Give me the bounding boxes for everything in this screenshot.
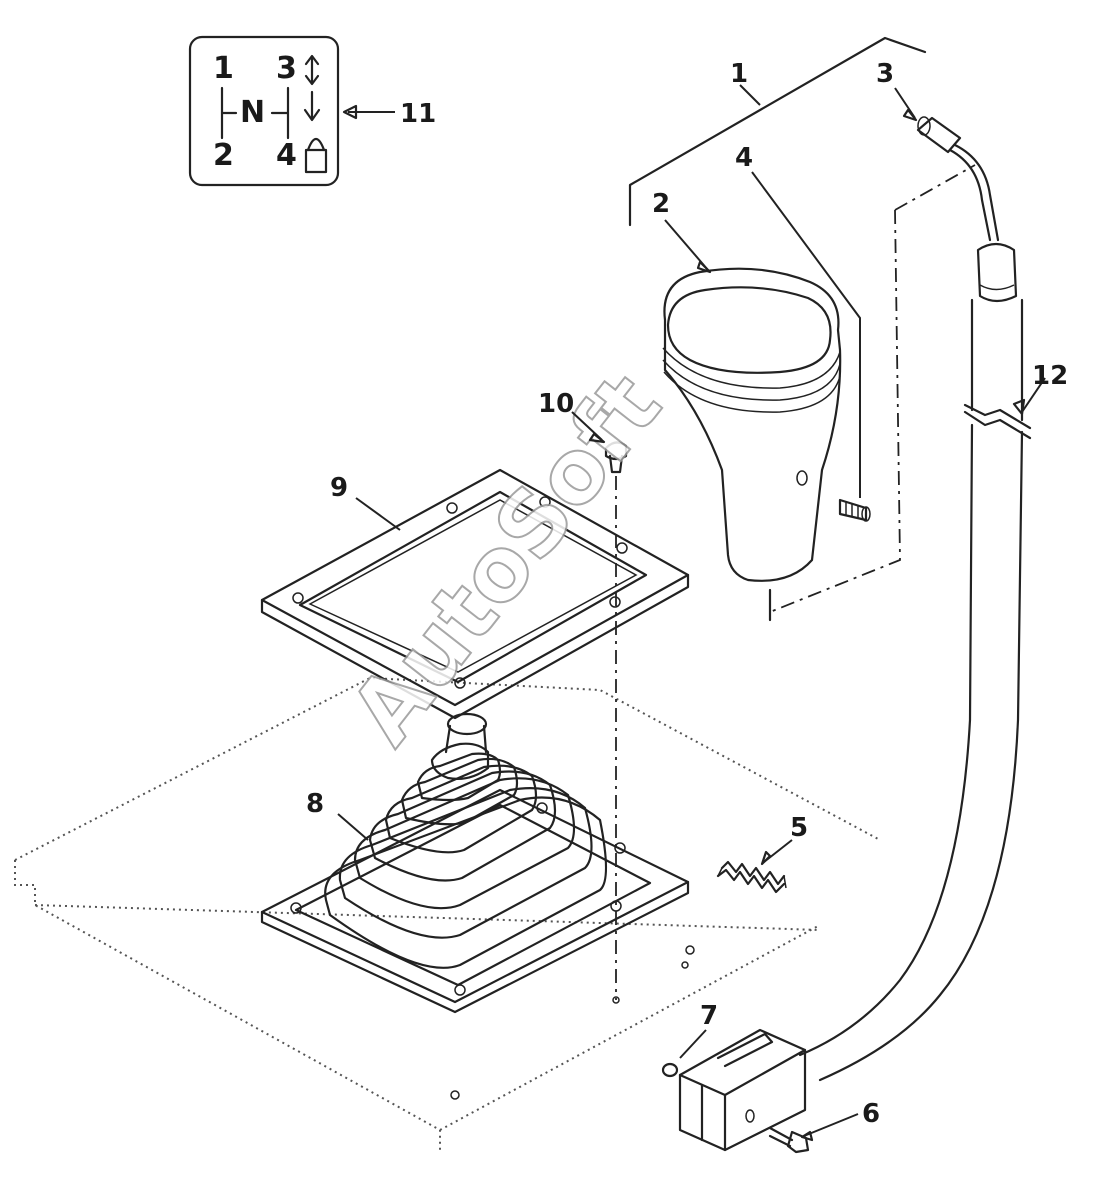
range-arrow-icon	[303, 54, 321, 122]
plate-gear-4: 4	[276, 138, 297, 173]
callout-7: 7	[700, 1001, 718, 1031]
retainer-screw	[604, 441, 628, 1004]
floor-panel	[14, 676, 881, 1150]
callout-6: 6	[862, 1099, 880, 1129]
callout-1: 1	[730, 59, 748, 89]
shift-lever	[798, 242, 1032, 1082]
clamp-bolt	[768, 1126, 810, 1154]
callouts: 1 2 3 4 5 6 7 8 9 10 11 12	[306, 59, 1068, 1129]
plate-gear-1: 1	[213, 51, 234, 86]
callout-8: 8	[306, 789, 324, 819]
switch-connector	[916, 116, 1000, 242]
clamp-nut	[661, 1062, 679, 1078]
shift-knob-icon	[304, 137, 328, 174]
knob-assembly-bracket	[628, 36, 976, 622]
boot-retainer-plate	[260, 468, 690, 720]
set-screw	[838, 498, 871, 522]
shift-pattern-plate: 1 2 3 4 N	[188, 35, 340, 187]
plate-gear-2: 2	[213, 138, 234, 173]
panel-hole	[685, 945, 695, 955]
lever-clamp-block	[678, 1028, 807, 1152]
callout-5: 5	[790, 813, 808, 843]
callout-arrowheads	[342, 104, 1026, 1142]
panel-hole	[450, 1090, 460, 1100]
shift-boot	[260, 712, 690, 1014]
callout-3: 3	[876, 59, 894, 89]
panel-hole	[681, 961, 689, 969]
callout-2: 2	[652, 189, 670, 219]
callout-10: 10	[538, 389, 574, 419]
shift-knob	[662, 267, 842, 582]
callout-4: 4	[735, 143, 753, 173]
spring	[716, 860, 787, 894]
plate-neutral: N	[240, 95, 265, 130]
plate-gear-3: 3	[276, 51, 297, 86]
callout-9: 9	[330, 473, 348, 503]
callout-12: 12	[1032, 361, 1068, 391]
callout-11: 11	[400, 99, 436, 129]
